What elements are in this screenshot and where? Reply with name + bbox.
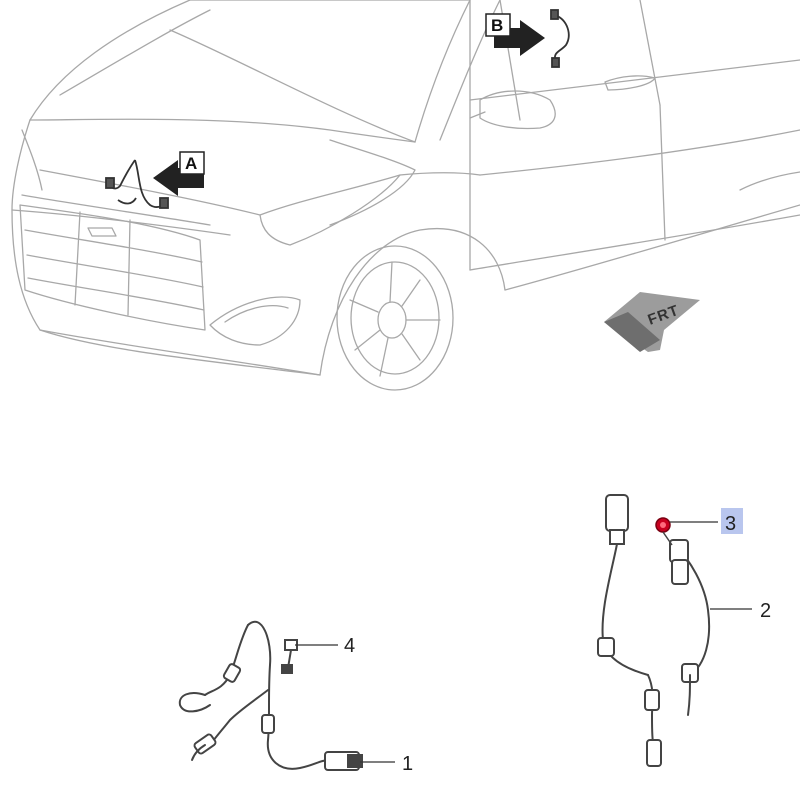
harness-view-a (105, 159, 169, 209)
harness-view-b (550, 9, 570, 68)
callout-4[interactable]: 4 (344, 635, 355, 657)
callout-3[interactable]: 3 (725, 513, 736, 535)
callout-leaders (295, 521, 752, 763)
front-direction-indicator: FRT (604, 292, 700, 352)
view-arrow-a: A (153, 151, 205, 196)
callout-3-highlight (721, 508, 743, 534)
rear-sensor-bolt (655, 517, 673, 546)
view-arrow-b: B (485, 13, 545, 56)
rear-wheel-speed-sensor-harness (597, 494, 711, 767)
callout-1[interactable]: 1 (402, 753, 413, 775)
vehicle-illustration (11, 0, 800, 391)
view-label-b: B (491, 16, 503, 35)
view-label-a: A (185, 154, 197, 173)
front-wheel-speed-sensor-harness (178, 620, 363, 771)
callout-2[interactable]: 2 (760, 600, 771, 622)
